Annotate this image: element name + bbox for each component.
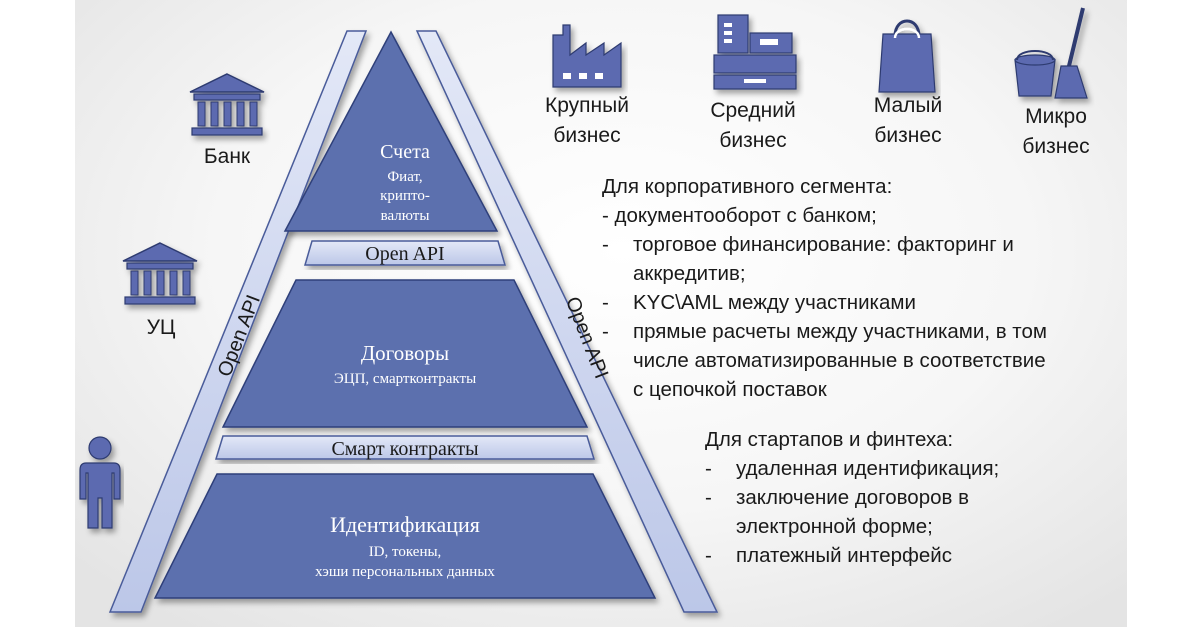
- corporate-item-3-text: KYC\AML между участниками: [633, 291, 916, 314]
- slide-background: Open API Open API Счета Фиат, крипто- ва…: [75, 0, 1127, 627]
- startups-item-1: - удаленная идентификация;: [705, 454, 999, 483]
- bank-building-icon: [189, 73, 265, 136]
- tier-contracts-subtitle: ЭЦП, смартконтракты: [334, 371, 476, 387]
- tier-accounts: [283, 30, 499, 232]
- tier-accounts-subtitle-3: валюты: [381, 208, 430, 224]
- startups-item-3-text: платежный интерфейс: [736, 544, 952, 567]
- tier-contracts: [221, 279, 589, 428]
- person-icon: [79, 436, 121, 529]
- corporate-heading: Для корпоративного сегмента:: [602, 175, 893, 198]
- diagram-canvas: Open API Open API Счета Фиат, крипто- ва…: [79, 7, 1090, 613]
- large-business-label-2: бизнес: [553, 124, 620, 147]
- startups-item-3: - платежный интерфейс: [705, 541, 953, 570]
- corporate-item-4-cont-2: с цепочкой поставок: [633, 378, 827, 401]
- startups-item-2-text: заключение договоров в: [736, 486, 969, 509]
- factory-icon: [552, 24, 622, 88]
- tier-identification-subtitle-1: ID, токены,: [369, 544, 442, 560]
- connector-open-api: [304, 240, 506, 266]
- corporate-item-2: - торговое финансирование: факторинг и: [602, 230, 1046, 259]
- open-api-right-band: [415, 30, 719, 613]
- bullet-dash: -: [705, 486, 712, 509]
- micro-business-label-1: Микро: [1025, 105, 1087, 128]
- bucket-broom-icon: [1014, 7, 1088, 99]
- corporate-item-3: - KYC\AML между участниками: [602, 288, 1046, 317]
- medium-business-label-1: Средний: [710, 99, 795, 122]
- connector-smart-contracts: [214, 435, 596, 460]
- bank-label: Банк: [204, 145, 251, 168]
- tier-accounts-title: Счета: [380, 141, 430, 163]
- bullet-dash: -: [705, 544, 712, 567]
- tier-identification-title: Идентификация: [330, 512, 480, 537]
- tier-accounts-subtitle-2: крипто-: [380, 188, 430, 204]
- bullet-dash: -: [602, 291, 609, 314]
- tier-contracts-title: Договоры: [361, 341, 449, 365]
- cash-register-icon: [713, 14, 797, 90]
- corporate-item-4: - прямые расчеты между участниками, в том: [602, 317, 1047, 346]
- small-business-label-1: Малый: [874, 94, 943, 117]
- corporate-item-4-text: прямые расчеты между участниками, в том: [633, 320, 1047, 343]
- startups-item-1-text: удаленная идентификация;: [736, 457, 1000, 480]
- startups-heading: Для стартапов и финтеха:: [705, 428, 954, 451]
- micro-business-label-2: бизнес: [1022, 135, 1089, 158]
- shopping-bag-icon: [878, 19, 936, 93]
- bullet-dash: -: [705, 457, 712, 480]
- corporate-item-1: - документооборот с банком;: [602, 204, 877, 227]
- connector-smart-contracts-label: Смарт контракты: [331, 438, 478, 460]
- bullet-dash: -: [602, 320, 609, 343]
- bullet-dash: -: [602, 233, 609, 256]
- tier-identification: [153, 473, 657, 599]
- medium-business-label-2: бизнес: [719, 129, 786, 152]
- ca-label: УЦ: [147, 316, 176, 339]
- corporate-item-2-cont: аккредитив;: [633, 262, 746, 285]
- small-business-label-2: бизнес: [874, 124, 941, 147]
- tier-identification-subtitle-2: хэши персональных данных: [315, 564, 495, 580]
- connector-open-api-label: Open API: [365, 243, 444, 265]
- corporate-segment-block: Для корпоративного сегмента: - документо…: [602, 172, 1047, 404]
- open-api-left-band: [108, 30, 368, 613]
- startups-block: Для стартапов и финтеха: - удаленная иден…: [705, 425, 999, 570]
- tier-accounts-subtitle-1: Фиат,: [387, 169, 422, 185]
- corporate-item-4-cont-1: числе автоматизированные в соответствие: [633, 349, 1046, 372]
- startups-item-2-cont: электронной форме;: [736, 515, 933, 538]
- startups-item-2: - заключение договоров в: [705, 483, 969, 512]
- large-business-label-1: Крупный: [545, 94, 629, 117]
- corporate-item-2-text: торговое финансирование: факторинг и: [633, 233, 1014, 256]
- certification-authority-icon: [122, 242, 198, 305]
